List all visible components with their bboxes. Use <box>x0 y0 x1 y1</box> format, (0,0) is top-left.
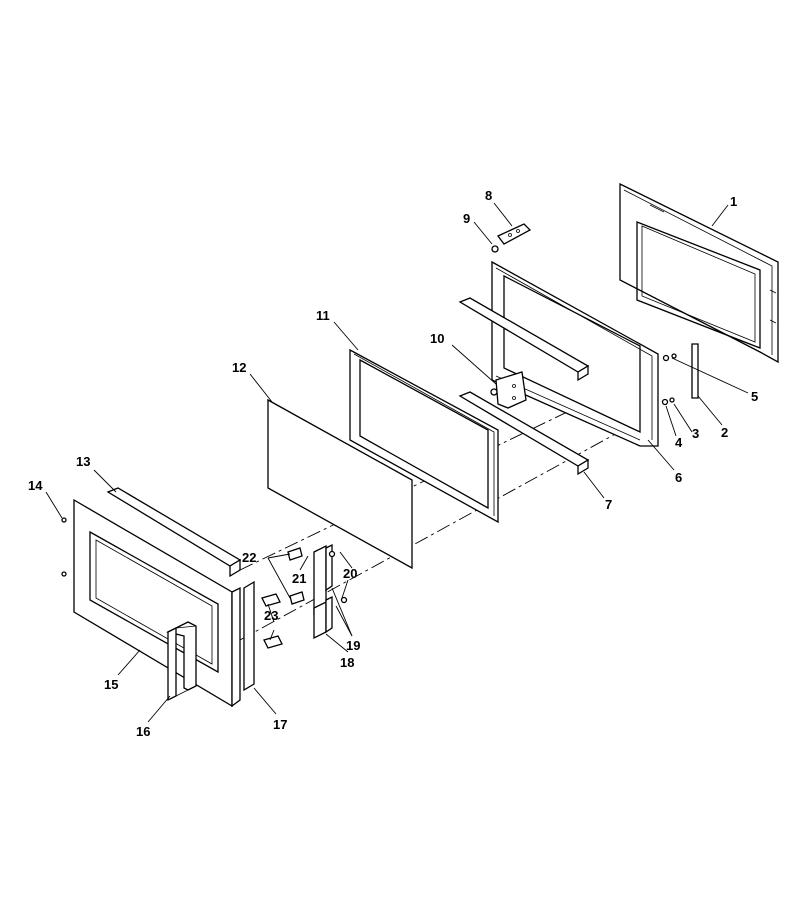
callout-1: 1 <box>730 194 737 209</box>
callout-23: 23 <box>264 608 278 623</box>
gasket-bar-parts[interactable] <box>458 297 590 476</box>
callout-10: 10 <box>430 331 444 346</box>
mesh-door-panel-part[interactable] <box>491 260 659 447</box>
outer-door-panel-part[interactable] <box>619 182 779 364</box>
front-door-part[interactable] <box>73 498 241 708</box>
callout-2: 2 <box>721 425 728 440</box>
callout-3: 3 <box>692 426 699 441</box>
hardware-parts[interactable] <box>261 547 348 649</box>
callout-15: 15 <box>104 677 118 692</box>
callout-13: 13 <box>76 454 90 469</box>
callout-11: 11 <box>316 308 330 323</box>
callout-18: 18 <box>340 655 354 670</box>
inner-frame-part[interactable] <box>349 348 499 524</box>
callout-16: 16 <box>136 724 150 739</box>
callout-19: 19 <box>346 638 360 653</box>
callout-21: 21 <box>292 571 306 586</box>
small-fasteners[interactable] <box>661 353 677 406</box>
strip-part[interactable] <box>691 343 699 399</box>
callout-17: 17 <box>273 717 287 732</box>
callout-labels: 1 2 3 4 5 6 7 8 9 10 11 12 13 14 15 16 1… <box>28 188 758 739</box>
callout-leaders <box>45 202 749 723</box>
callout-4: 4 <box>675 435 683 450</box>
callout-8: 8 <box>485 188 492 203</box>
side-trim-part[interactable] <box>243 580 255 692</box>
callout-5: 5 <box>751 389 758 404</box>
callout-14: 14 <box>28 478 43 493</box>
hinge-plate-parts[interactable] <box>313 543 333 640</box>
glass-pane-part[interactable] <box>267 398 413 570</box>
callout-20: 20 <box>343 566 357 581</box>
top-trim-part[interactable] <box>106 487 242 578</box>
callout-7: 7 <box>605 497 612 512</box>
callout-12: 12 <box>232 360 246 375</box>
callout-22: 22 <box>242 550 256 565</box>
callout-6: 6 <box>675 470 682 485</box>
hinge-bracket-parts[interactable] <box>490 223 532 409</box>
door-handle-part[interactable] <box>166 621 197 702</box>
screw-parts[interactable] <box>61 517 67 577</box>
callout-9: 9 <box>463 211 470 226</box>
